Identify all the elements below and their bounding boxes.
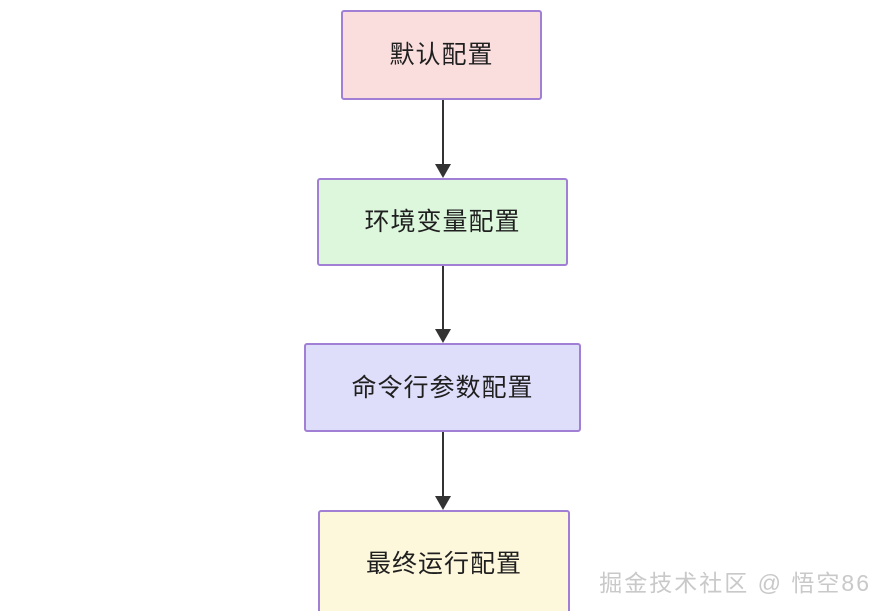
edge-line: [442, 266, 444, 331]
flow-node-label: 默认配置: [389, 41, 494, 69]
edge-line: [442, 432, 444, 498]
flow-node-label: 环境变量配置: [364, 208, 521, 236]
flow-node-default-config[interactable]: 默认配置: [341, 10, 542, 100]
down-arrow-icon: [435, 329, 451, 343]
flow-node-cli-argument-config[interactable]: 命令行参数配置: [304, 343, 581, 432]
flow-node-label: 最终运行配置: [365, 550, 522, 578]
flow-node-label: 命令行参数配置: [351, 373, 534, 402]
flow-node-env-variable-config[interactable]: 环境变量配置: [317, 178, 568, 266]
down-arrow-icon: [435, 496, 451, 510]
flow-node-final-runtime-config[interactable]: 最终运行配置: [318, 510, 570, 611]
watermark-text: 掘金技术社区 @ 悟空86: [599, 570, 871, 596]
edge-line: [442, 100, 444, 166]
down-arrow-icon: [435, 164, 451, 178]
